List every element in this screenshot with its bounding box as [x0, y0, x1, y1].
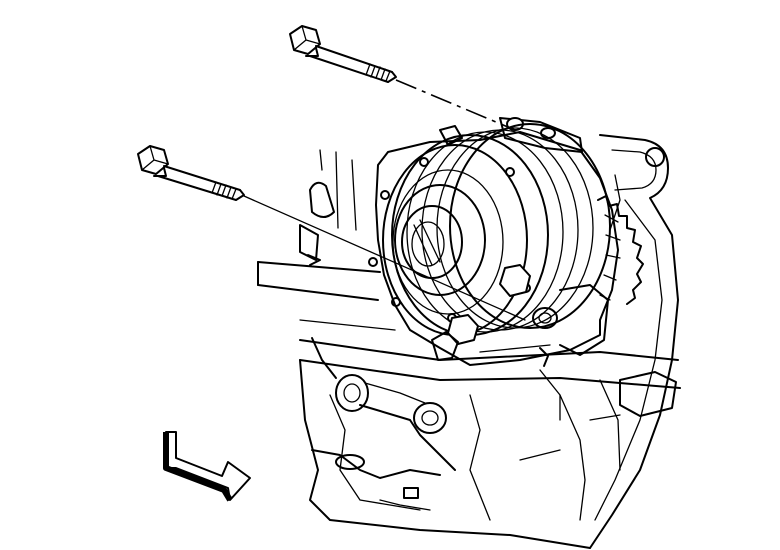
component-housing [368, 117, 644, 367]
lower-bolt [137, 145, 526, 321]
upper-bolt [289, 25, 516, 131]
direction-arrow [163, 431, 251, 502]
